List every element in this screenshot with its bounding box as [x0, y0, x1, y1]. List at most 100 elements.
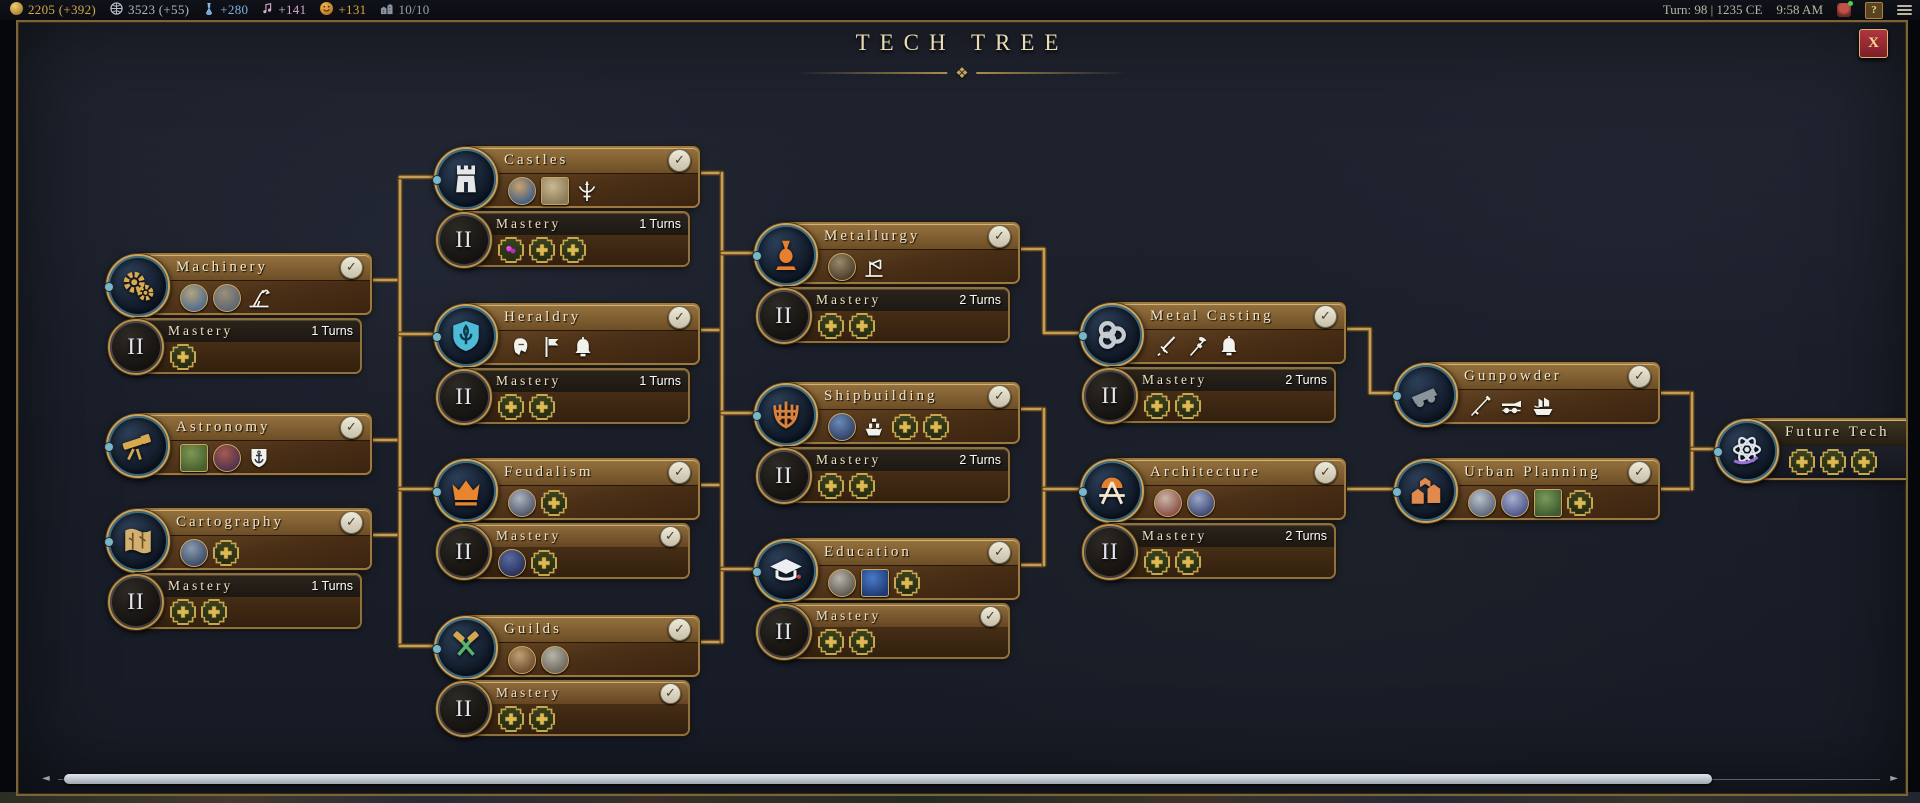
tech-icon-circle[interactable]	[1392, 459, 1458, 523]
unlock-image-icon[interactable]	[1534, 489, 1562, 517]
plus-slot[interactable]	[818, 629, 844, 655]
plus-slot[interactable]	[818, 313, 844, 339]
unlock-image-icon[interactable]	[861, 569, 889, 597]
tech-icon-circle[interactable]	[752, 383, 818, 447]
plus-slot[interactable]	[498, 394, 524, 420]
help-button[interactable]: ?	[1865, 1, 1883, 19]
menu-icon[interactable]	[1897, 5, 1912, 15]
scroll-right-arrow-icon[interactable]: ►	[1890, 773, 1898, 784]
unlock-portrait-icon[interactable]	[828, 569, 856, 597]
mastery-card[interactable]: Mastery✓II	[756, 604, 1008, 660]
tech-icon-circle[interactable]	[104, 414, 170, 478]
unlock-portrait-icon[interactable]	[213, 444, 241, 472]
plus-slot[interactable]	[170, 599, 196, 625]
unlock-portrait-icon[interactable]	[498, 549, 526, 577]
unlock-image-icon[interactable]	[541, 177, 569, 205]
plus-slot[interactable]	[201, 599, 227, 625]
plus-slot[interactable]	[1175, 393, 1201, 419]
musket-icon[interactable]	[1468, 393, 1494, 419]
plus-slot[interactable]	[892, 414, 918, 440]
galleon-icon[interactable]	[1530, 393, 1556, 419]
close-button[interactable]: X	[1859, 29, 1888, 58]
unlock-portrait-icon[interactable]	[180, 284, 208, 312]
crossbow-icon[interactable]	[574, 178, 600, 204]
unlock-portrait-icon[interactable]	[180, 539, 208, 567]
tech-card[interactable]: Feudalism✓	[464, 460, 698, 518]
plus-slot[interactable]	[818, 473, 844, 499]
tech-card[interactable]: Machinery✓	[136, 255, 370, 313]
flag-icon[interactable]	[539, 334, 565, 360]
tech-card[interactable]: Urban Planning✓	[1424, 460, 1658, 518]
tech-card[interactable]: Castles✓	[464, 148, 698, 206]
tech-card[interactable]: Architecture✓	[1110, 460, 1344, 518]
scrollbar-thumb[interactable]	[64, 774, 1712, 784]
tech-icon-circle[interactable]	[104, 509, 170, 573]
trebuchet-icon[interactable]	[246, 285, 272, 311]
tech-card[interactable]: Shipbuilding✓	[784, 384, 1018, 442]
plus-slot[interactable]	[1820, 449, 1846, 475]
plus-slot[interactable]	[1144, 549, 1170, 575]
plus-slot[interactable]	[1144, 393, 1170, 419]
mastery-gem-slot[interactable]	[498, 237, 524, 263]
plus-slot[interactable]	[529, 237, 555, 263]
tech-card[interactable]: Education✓	[784, 540, 1018, 598]
unlock-portrait-icon[interactable]	[1154, 489, 1182, 517]
unlock-portrait-icon[interactable]	[508, 489, 536, 517]
plus-slot[interactable]	[560, 237, 586, 263]
cannonwagon-icon[interactable]	[1499, 393, 1525, 419]
unlock-image-icon[interactable]	[180, 444, 208, 472]
plus-slot[interactable]	[541, 490, 567, 516]
tech-icon-circle[interactable]	[432, 304, 498, 368]
plus-slot[interactable]	[1851, 449, 1877, 475]
tech-icon-circle[interactable]	[752, 539, 818, 603]
helm-icon[interactable]	[508, 334, 534, 360]
mastery-card[interactable]: Mastery✓II	[436, 681, 688, 737]
tech-icon-circle[interactable]	[1392, 363, 1458, 427]
tech-card[interactable]: Guilds✓	[464, 617, 698, 675]
tech-icon-circle[interactable]	[104, 254, 170, 318]
plus-slot[interactable]	[531, 550, 557, 576]
tech-icon-circle[interactable]	[432, 616, 498, 680]
tech-card[interactable]: Cartography✓	[136, 510, 370, 568]
plus-slot[interactable]	[529, 394, 555, 420]
anchorshield-icon[interactable]	[246, 445, 272, 471]
plus-slot[interactable]	[213, 540, 239, 566]
tech-card[interactable]: Metal Casting✓	[1110, 304, 1344, 362]
bell-icon[interactable]	[1216, 333, 1242, 359]
cogship-icon[interactable]	[861, 414, 887, 440]
plus-slot[interactable]	[849, 473, 875, 499]
tech-icon-circle[interactable]	[752, 223, 818, 287]
unlock-portrait-icon[interactable]	[1501, 489, 1529, 517]
tech-icon-circle[interactable]	[432, 459, 498, 523]
plus-slot[interactable]	[1789, 449, 1815, 475]
sword-icon[interactable]	[1154, 333, 1180, 359]
unlock-portrait-icon[interactable]	[508, 646, 536, 674]
unlock-portrait-icon[interactable]	[828, 413, 856, 441]
plus-slot[interactable]	[1567, 490, 1593, 516]
mastery-card[interactable]: Mastery✓II	[436, 524, 688, 580]
unlock-portrait-icon[interactable]	[508, 177, 536, 205]
unlock-portrait-icon[interactable]	[1468, 489, 1496, 517]
unlock-portrait-icon[interactable]	[541, 646, 569, 674]
tech-card[interactable]: Astronomy✓	[136, 415, 370, 473]
tech-card[interactable]: Gunpowder✓	[1424, 364, 1658, 422]
plus-slot[interactable]	[849, 629, 875, 655]
plus-slot[interactable]	[1175, 549, 1201, 575]
tech-icon-circle[interactable]	[432, 147, 498, 211]
plus-slot[interactable]	[894, 570, 920, 596]
tech-icon-circle[interactable]	[1078, 303, 1144, 367]
tech-icon-circle[interactable]	[1078, 459, 1144, 523]
poleaxe-icon[interactable]	[1185, 333, 1211, 359]
plus-slot[interactable]	[849, 313, 875, 339]
unlock-portrait-icon[interactable]	[828, 253, 856, 281]
player-avatar-icon[interactable]	[1837, 1, 1853, 17]
plus-slot[interactable]	[529, 706, 555, 732]
scroll-left-arrow-icon[interactable]: ◄	[42, 773, 50, 784]
